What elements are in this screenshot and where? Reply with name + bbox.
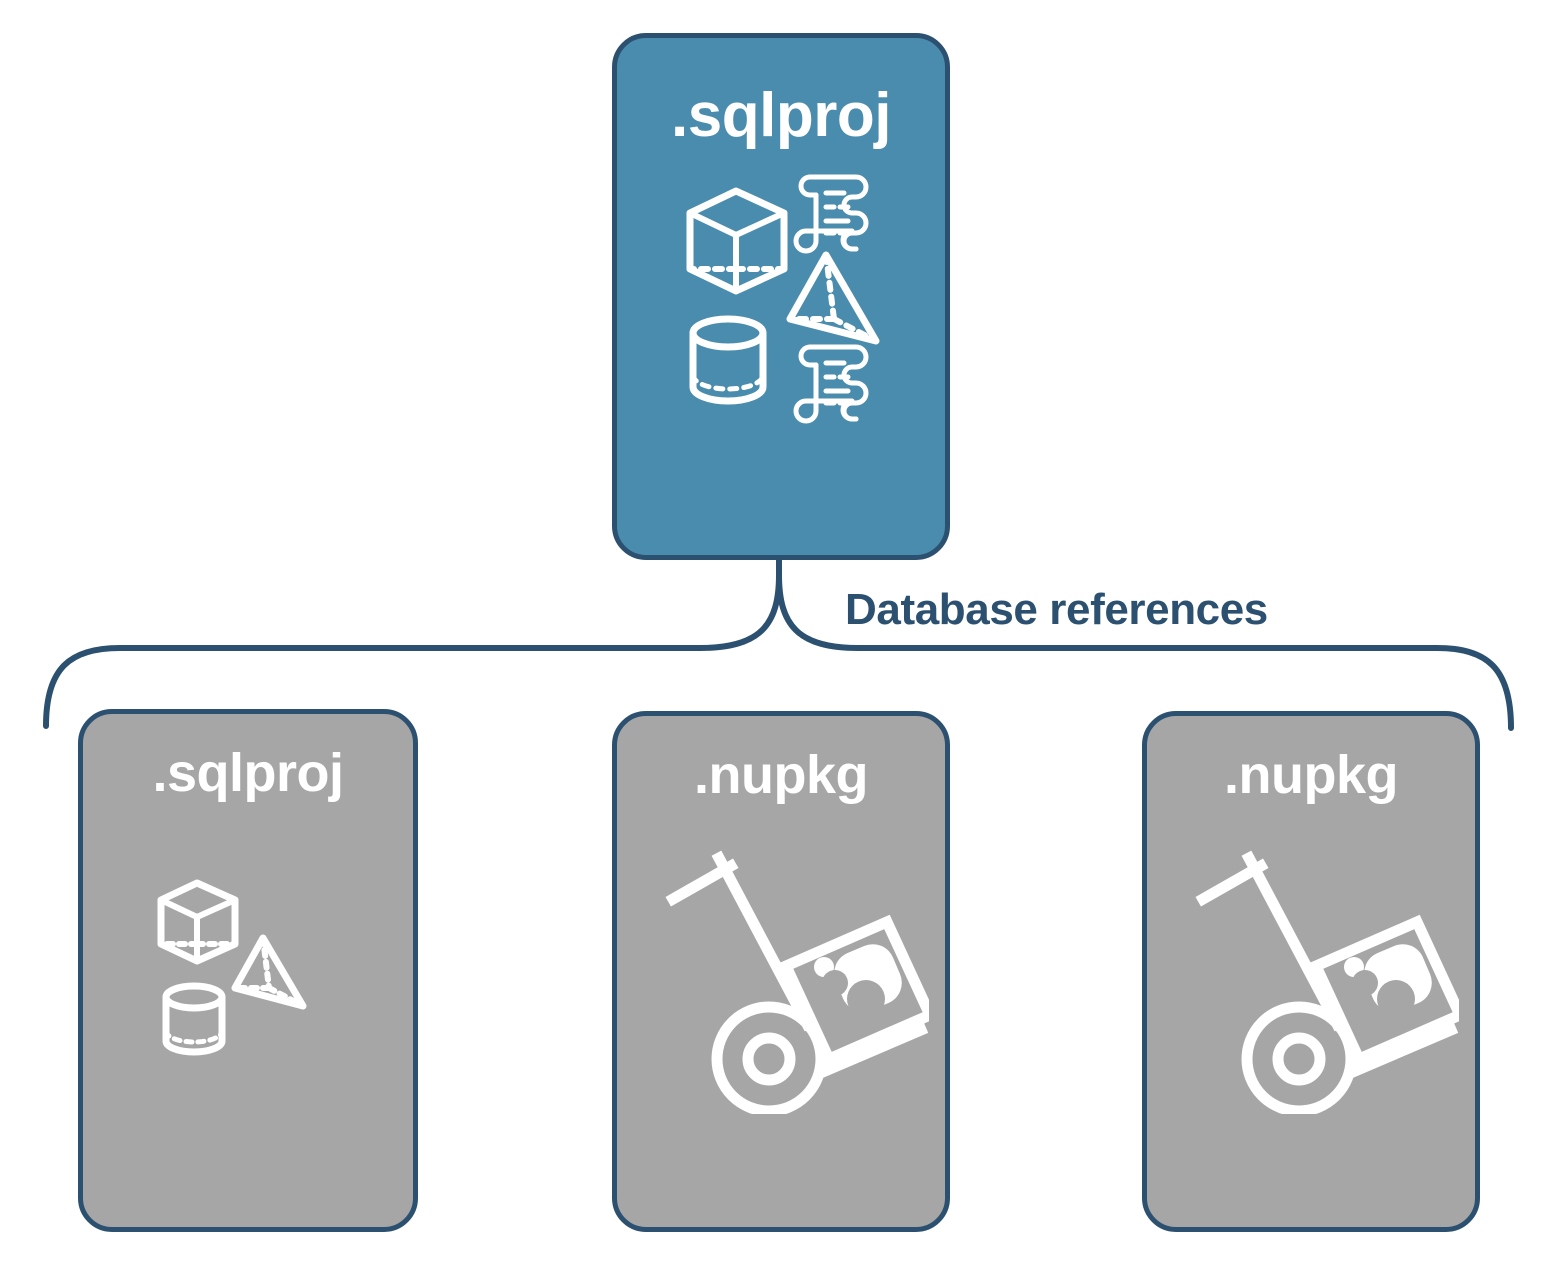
pyramid-icon — [786, 251, 880, 345]
node-root-sqlproj[interactable]: .sqlproj — [612, 33, 950, 560]
hand-truck-wheel — [1241, 1001, 1357, 1114]
node-reference-nupkg-1[interactable]: .nupkg — [612, 711, 950, 1232]
hand-truck-base — [1347, 1022, 1459, 1079]
cube-icon — [686, 187, 788, 295]
package-box — [778, 914, 929, 1067]
cube-icon — [157, 879, 239, 965]
node-reference-nupkg-2-title: .nupkg — [1224, 745, 1398, 805]
hand-truck-hub — [1272, 1032, 1326, 1086]
cylinder-icon — [162, 982, 226, 1056]
hand-truck-hub — [742, 1032, 796, 1086]
sqlproj-reference-icon-group — [157, 879, 307, 1056]
nuget-logo-mark — [814, 944, 902, 1018]
node-reference-sqlproj[interactable]: .sqlproj — [78, 709, 418, 1232]
node-reference-sqlproj-title: .sqlproj — [152, 743, 344, 803]
brace-left-arm — [43, 572, 782, 729]
hand-truck-base — [817, 1022, 929, 1079]
package-box — [1308, 914, 1459, 1067]
nuget-hand-truck-icon — [665, 850, 929, 1114]
nuget-hand-truck-icon — [1195, 850, 1459, 1114]
hand-truck-wheel — [711, 1001, 827, 1114]
node-reference-nupkg-2[interactable]: .nupkg — [1142, 711, 1480, 1232]
hand-truck-shaft — [711, 850, 815, 1032]
root-icon-group — [686, 174, 880, 424]
hand-truck-shaft — [1241, 850, 1345, 1032]
node-reference-nupkg-1-title: .nupkg — [694, 745, 868, 805]
pyramid-icon — [231, 934, 307, 1010]
scroll-icon — [793, 344, 869, 424]
scroll-icon — [793, 174, 869, 254]
node-root-title: .sqlproj — [671, 81, 891, 150]
database-references-label: Database references — [845, 585, 1268, 634]
cylinder-icon — [689, 315, 767, 405]
nuget-logo-mark — [1344, 944, 1432, 1018]
